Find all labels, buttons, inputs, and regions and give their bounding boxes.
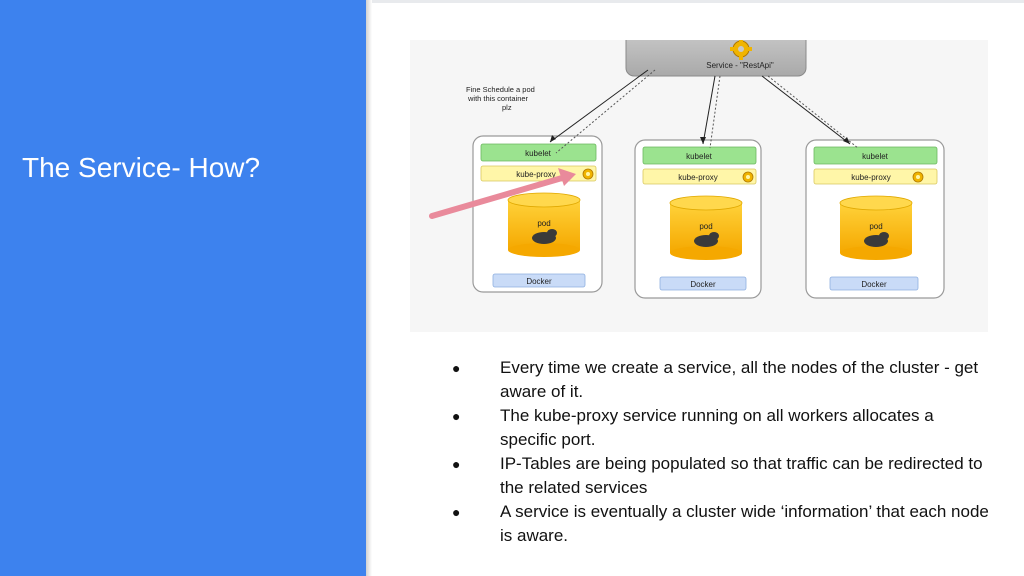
bullet-item: ● Every time we create a service, all the… (452, 356, 992, 404)
pod-label: pod (869, 222, 882, 231)
docker-label: Docker (690, 280, 716, 289)
annotation-line-3: plz (502, 103, 512, 112)
kubelet-box (480, 143, 597, 162)
bullet-list: ● Every time we create a service, all the… (452, 356, 992, 548)
node-2: kubelet kube-proxy pod Docker (634, 139, 762, 299)
kubelet-label: kubelet (686, 152, 713, 161)
gear-icon (742, 171, 754, 183)
pod-cylinder (507, 192, 581, 257)
docker-box (829, 276, 919, 291)
gear-icon (912, 171, 924, 183)
docker-box (492, 273, 586, 288)
tomcat-icon (532, 229, 557, 244)
service-box: Service - "RestApi" (625, 40, 807, 77)
bullet-marker: ● (452, 408, 461, 424)
kubelet-box (642, 146, 757, 165)
docker-label: Docker (526, 277, 552, 286)
top-divider (372, 0, 1024, 3)
kubelet-label: kubelet (525, 149, 552, 158)
kube-proxy-box (642, 168, 757, 185)
bullet-text: The kube-proxy service running on all wo… (500, 406, 934, 449)
bullet-text: A service is eventually a cluster wide ‘… (500, 502, 989, 545)
annotation-note: Fine Schedule a pod with this container … (466, 85, 535, 112)
docker-label: Docker (861, 280, 887, 289)
gear-icon (730, 40, 752, 60)
bullet-text: IP-Tables are being populated so that tr… (500, 454, 983, 497)
node-3: kubelet kube-proxy pod Docker (805, 139, 945, 299)
docker-box (659, 276, 747, 291)
kube-proxy-label: kube-proxy (851, 173, 891, 182)
bullet-item: ● The kube-proxy service running on all w… (452, 404, 992, 452)
diagram-canvas: Service - "RestApi" Fine Schedule a pod … (429, 40, 945, 299)
bullet-text: Every time we create a service, all the … (500, 358, 979, 401)
kube-proxy-box (813, 168, 938, 185)
connector-arrows (549, 69, 859, 154)
gear-icon (582, 168, 594, 180)
title-panel: The Service- How? (0, 0, 366, 576)
bullet-marker: ● (452, 456, 461, 472)
bullet-item: ● A service is eventually a cluster wide … (452, 500, 992, 548)
slide-title: The Service- How? (22, 152, 261, 183)
kube-proxy-label: kube-proxy (678, 173, 718, 182)
service-label: Service - "RestApi" (706, 61, 774, 70)
kubelet-label: kubelet (862, 152, 889, 161)
pod-label: pod (537, 219, 550, 228)
bullet-item: ● IP-Tables are being populated so that t… (452, 452, 992, 500)
bullet-marker: ● (452, 360, 461, 376)
highlight-arrow (429, 168, 576, 219)
pod-label: pod (699, 222, 712, 231)
architecture-diagram: Service - "RestApi" Fine Schedule a pod … (410, 40, 988, 332)
tomcat-icon (694, 232, 719, 247)
kube-proxy-label: kube-proxy (516, 170, 556, 179)
bullet-marker: ● (452, 504, 461, 520)
tomcat-icon (864, 232, 889, 247)
node-1: kubelet kube-proxy pod Docker (472, 135, 603, 293)
kubelet-box (813, 146, 938, 165)
annotation-line-2: with this container (467, 94, 529, 103)
annotation-line-1: Fine Schedule a pod (466, 85, 535, 94)
panel-shadow (366, 0, 372, 576)
